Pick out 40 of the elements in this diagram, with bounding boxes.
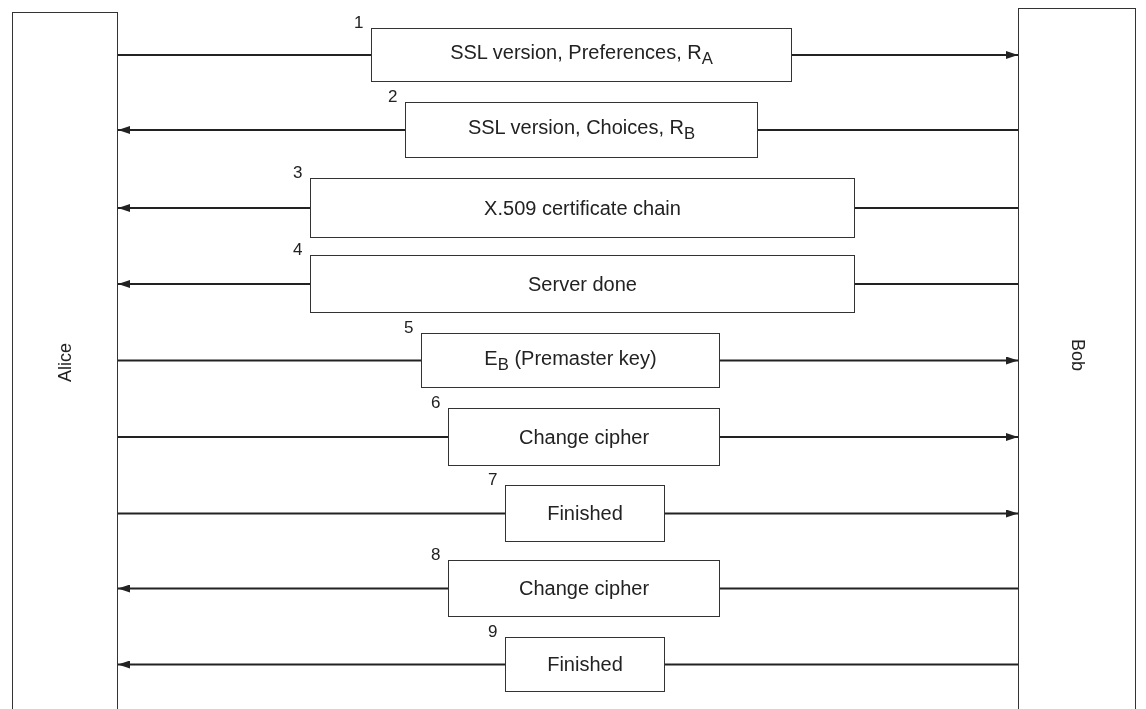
arrow [719, 433, 1019, 441]
message-line [117, 436, 449, 438]
step-number: 4 [293, 240, 303, 260]
message-label: Finished [547, 653, 623, 676]
step-number: 1 [354, 13, 364, 33]
step-number: 9 [488, 622, 498, 642]
message-line [854, 283, 1019, 285]
message-label: E$_{B}$ (Premaster key) [484, 346, 657, 375]
participant-name: Alice [54, 343, 76, 382]
step-number: 3 [293, 163, 303, 183]
message-label: Server done [528, 272, 637, 296]
message-label: Finished [547, 502, 623, 525]
message-line [117, 54, 372, 56]
message-line [117, 512, 506, 515]
message-label: SSL version, Preferences, R$_{A}$ [450, 41, 713, 69]
arrow [117, 126, 406, 134]
message-label: Change cipher [518, 577, 650, 600]
lifeline-box [12, 12, 118, 709]
arrow [117, 204, 311, 212]
arrow [791, 51, 1019, 59]
message-line [719, 587, 1019, 590]
step-number: 8 [431, 545, 441, 565]
arrow [664, 509, 1019, 518]
message-label: SSL version, Choices, R$_{B}$ [467, 116, 696, 144]
message-label: X.509 certificate chain [484, 196, 681, 220]
arrow [117, 584, 449, 593]
message-line [854, 207, 1019, 209]
message-line [117, 359, 422, 362]
lifeline-box [1018, 8, 1136, 709]
message-line [664, 663, 1019, 666]
step-number: 5 [404, 318, 414, 338]
participant-name: Bob [1066, 339, 1088, 372]
step-number: 6 [431, 393, 441, 413]
step-number: 7 [488, 470, 498, 490]
arrow [719, 356, 1019, 365]
arrow [117, 660, 506, 669]
step-number: 2 [388, 87, 398, 107]
message-line [757, 129, 1019, 131]
arrow [117, 280, 311, 288]
message-label: Change cipher [518, 425, 650, 449]
